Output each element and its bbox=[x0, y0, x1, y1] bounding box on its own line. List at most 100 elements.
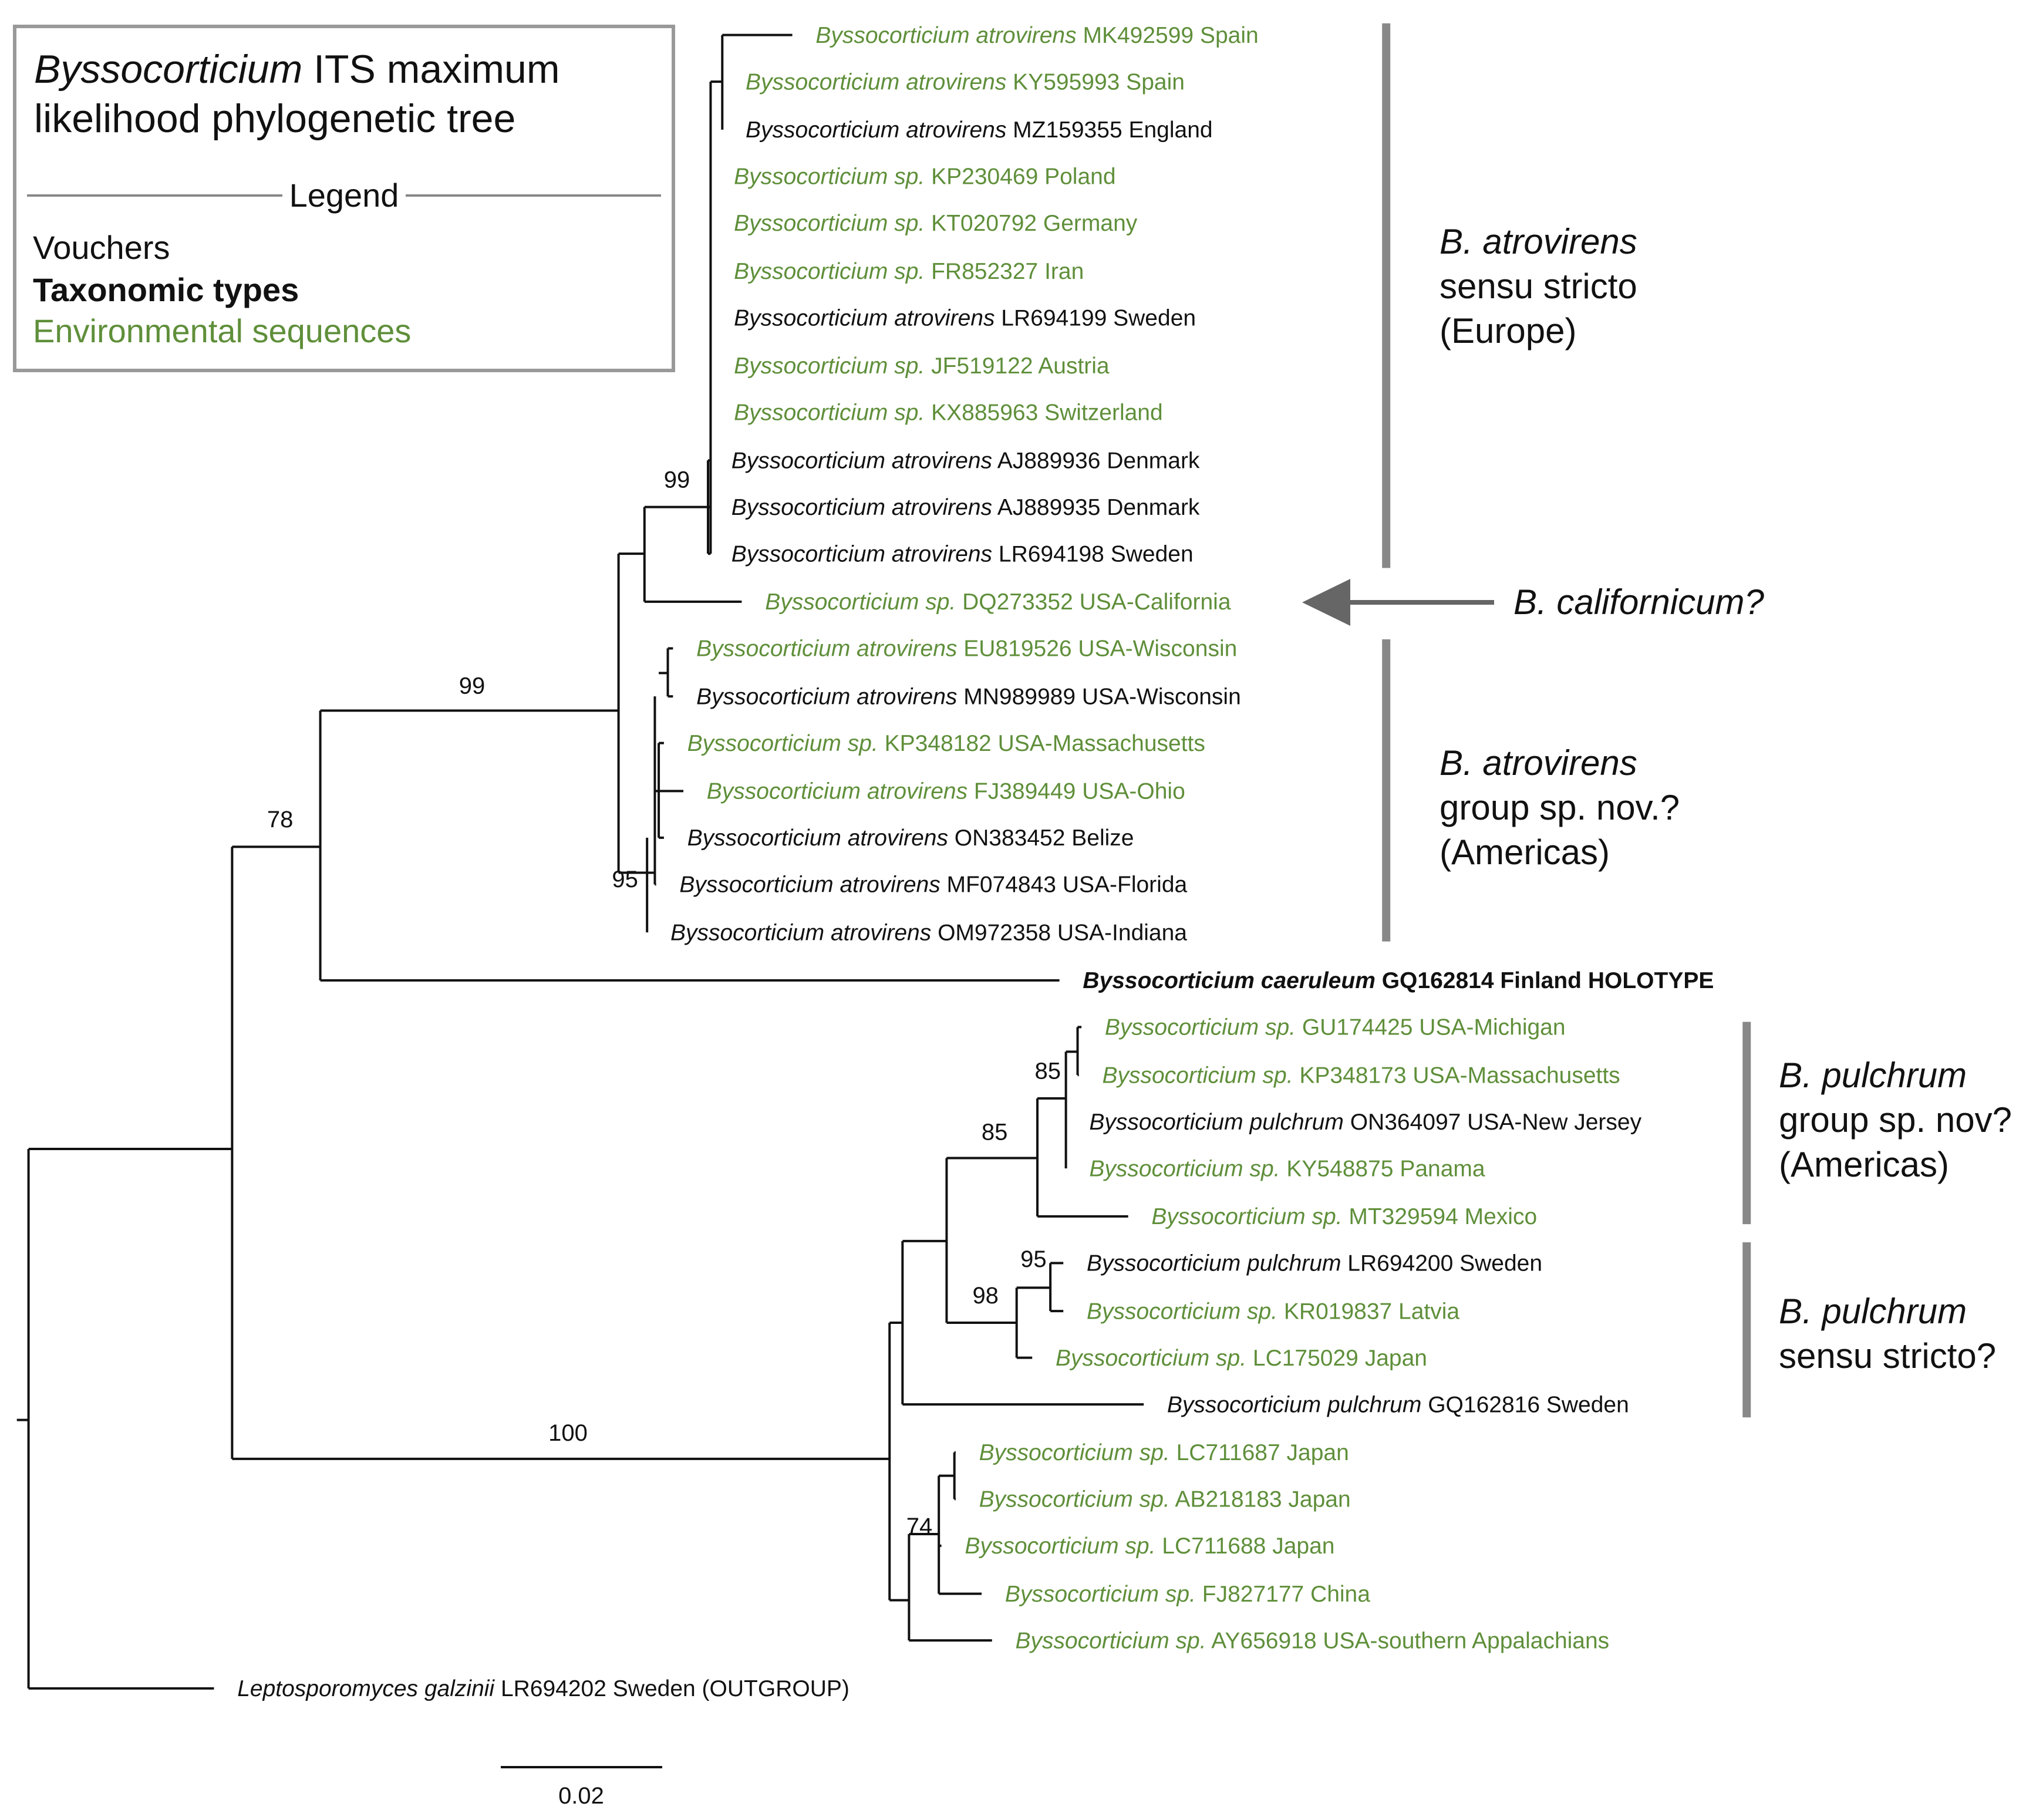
tip-label-accession: LR694202 Sweden (OUTGROUP) bbox=[494, 1676, 849, 1701]
tip-label-accession: GU174425 USA-Michigan bbox=[1296, 1015, 1566, 1040]
tip-label-accession: LR694198 Sweden bbox=[992, 541, 1194, 567]
scale-bar: 0.02 bbox=[501, 1766, 662, 1809]
tip-label-taxon: Byssocorticium sp. bbox=[979, 1440, 1170, 1465]
tip-label: Byssocorticium pulchrum ON364097 USA-New… bbox=[1089, 1110, 1641, 1135]
legend-title-line2: likelihood phylogenetic tree bbox=[34, 96, 516, 141]
tip-label-accession: MZ159355 England bbox=[1006, 117, 1212, 143]
tip-label-accession: OM972358 USA-Indiana bbox=[931, 920, 1187, 945]
tip-label-accession: MN989989 USA-Wisconsin bbox=[957, 684, 1240, 709]
legend-box: Byssocorticium ITS maximum likelihood ph… bbox=[13, 25, 675, 372]
clade-label-pulchrum-group: B. pulchrum group sp. nov? (Americas) bbox=[1779, 1053, 2012, 1187]
scale-bar-label: 0.02 bbox=[558, 1783, 604, 1809]
tip-label: Byssocorticium atrovirens LR694198 Swede… bbox=[731, 541, 1194, 567]
tip-label-taxon: Byssocorticium sp. bbox=[765, 589, 956, 615]
tip-label: Byssocorticium sp. MT329594 Mexico bbox=[1151, 1204, 1537, 1229]
tip-label: Byssocorticium atrovirens AJ889936 Denma… bbox=[731, 448, 1200, 473]
clade-label-atrovirens-group: B. atrovirens group sp. nov.? (Americas) bbox=[1440, 741, 1680, 875]
tip-label-accession: AY656918 USA-southern Appalachians bbox=[1206, 1628, 1610, 1653]
clade-label-californicum: B. californicum? bbox=[1513, 580, 1764, 625]
tip-label: Byssocorticium sp. GU174425 USA-Michigan bbox=[1105, 1015, 1566, 1040]
tip-label-taxon: Byssocorticium atrovirens bbox=[731, 495, 992, 520]
tip-label: Byssocorticium pulchrum LR694200 Sweden bbox=[1087, 1251, 1542, 1276]
tip-label-accession: LC711688 Japan bbox=[1155, 1533, 1334, 1559]
tip-label: Byssocorticium sp. KT020792 Germany bbox=[734, 211, 1138, 236]
support-value: 100 bbox=[548, 1420, 588, 1446]
tip-label: Byssocorticium sp. FJ827177 China bbox=[1005, 1582, 1370, 1607]
tip-label-taxon: Byssocorticium atrovirens bbox=[696, 636, 957, 662]
clade-label-pulchrum-group-line2: group sp. nov? bbox=[1779, 1100, 2012, 1140]
support-value: 95 bbox=[612, 867, 638, 892]
clade-label-atrovirens-ss-line3: (Europe) bbox=[1440, 311, 1577, 350]
tip-label-taxon: Byssocorticium atrovirens bbox=[731, 541, 992, 567]
tip-label-taxon: Byssocorticium atrovirens bbox=[734, 305, 995, 331]
tip-label-taxon: Byssocorticium sp. bbox=[734, 259, 925, 284]
clade-label-pulchrum-ss-name: B. pulchrum bbox=[1779, 1292, 1967, 1331]
support-value: 74 bbox=[906, 1514, 933, 1539]
tip-label-accession: KP348182 USA-Massachusetts bbox=[878, 731, 1205, 756]
legend-item-environmental: Environmental sequences bbox=[33, 312, 412, 349]
tip-label-taxon: Leptosporomyces galzinii bbox=[237, 1676, 495, 1701]
tip-label-taxon: Byssocorticium sp. bbox=[1087, 1299, 1277, 1324]
tip-label: Byssocorticium atrovirens MK492599 Spain bbox=[815, 23, 1258, 48]
tip-label-taxon: Byssocorticium sp. bbox=[1056, 1346, 1246, 1371]
tip-label-accession: JF519122 Austria bbox=[925, 353, 1110, 379]
tip-label-taxon: Byssocorticium caeruleum bbox=[1083, 968, 1376, 993]
tip-label: Byssocorticium sp. JF519122 Austria bbox=[734, 353, 1110, 379]
tip-label-accession: LR694200 Sweden bbox=[1341, 1251, 1542, 1276]
tip-label-taxon: Byssocorticium atrovirens bbox=[696, 684, 957, 709]
support-value: 99 bbox=[664, 467, 690, 493]
tip-label-taxon: Byssocorticium pulchrum bbox=[1089, 1110, 1343, 1135]
clade-bar bbox=[1742, 1242, 1751, 1418]
tip-label: Byssocorticium atrovirens MF074843 USA-F… bbox=[679, 872, 1187, 898]
legend-title: Byssocorticium ITS maximum likelihood ph… bbox=[34, 45, 559, 143]
tip-label: Byssocorticium sp. KP230469 Poland bbox=[734, 164, 1115, 190]
clade-label-pulchrum-group-name: B. pulchrum bbox=[1779, 1056, 1967, 1095]
tip-label-taxon: Byssocorticium sp. bbox=[734, 211, 925, 236]
clade-label-pulchrum-ss: B. pulchrum sensu stricto? bbox=[1779, 1289, 1996, 1379]
tip-label-taxon: Byssocorticium pulchrum bbox=[1167, 1392, 1421, 1417]
legend-item-vouchers: Vouchers bbox=[33, 229, 170, 266]
tip-label-accession: GQ162814 Finland HOLOTYPE bbox=[1376, 968, 1714, 993]
tip-label-accession: KY548875 Panama bbox=[1280, 1156, 1485, 1181]
tip-label-taxon: Byssocorticium sp. bbox=[1005, 1582, 1196, 1607]
tip-label-taxon: Byssocorticium sp. bbox=[1105, 1015, 1296, 1040]
tip-label: Byssocorticium sp. KP348182 USA-Massachu… bbox=[687, 731, 1205, 756]
clade-label-atrovirens-group-line3: (Americas) bbox=[1440, 833, 1610, 872]
legend-rule-right bbox=[406, 194, 661, 197]
clade-bar bbox=[1382, 23, 1391, 568]
tip-label-accession: FJ389449 USA-Ohio bbox=[968, 779, 1185, 804]
support-value: 78 bbox=[267, 807, 294, 833]
tip-label-taxon: Byssocorticium atrovirens bbox=[687, 825, 948, 851]
tip-label-accession: KP348173 USA-Massachusetts bbox=[1293, 1063, 1620, 1088]
tip-label: Byssocorticium sp. FR852327 Iran bbox=[734, 259, 1084, 284]
tip-label: Byssocorticium pulchrum GQ162816 Sweden bbox=[1167, 1392, 1629, 1417]
tip-label-taxon: Byssocorticium atrovirens bbox=[707, 779, 968, 804]
tip-label-accession: ON364097 USA-New Jersey bbox=[1344, 1110, 1642, 1135]
tip-label: Byssocorticium sp. LC175029 Japan bbox=[1056, 1346, 1427, 1371]
clade-label-atrovirens-group-name: B. atrovirens bbox=[1440, 743, 1637, 783]
legend-title-rest: ITS maximum bbox=[302, 47, 560, 92]
support-value: 85 bbox=[982, 1120, 1008, 1145]
tip-label: Byssocorticium sp. DQ273352 USA-Californ… bbox=[765, 589, 1231, 615]
tip-label-taxon: Byssocorticium sp. bbox=[734, 400, 925, 426]
tip-label: Byssocorticium atrovirens ON383452 Beliz… bbox=[687, 825, 1134, 851]
tip-label-taxon: Byssocorticium atrovirens bbox=[746, 117, 1006, 143]
tip-label-accession: LC711687 Japan bbox=[1170, 1440, 1349, 1465]
tip-label-taxon: Byssocorticium sp. bbox=[1015, 1628, 1206, 1653]
tip-label-accession: GQ162816 Sweden bbox=[1421, 1392, 1629, 1417]
tip-label-accession: LC175029 Japan bbox=[1246, 1346, 1427, 1371]
tip-label-accession: AJ889935 Denmark bbox=[992, 495, 1200, 520]
tip-label-accession: AB218183 Japan bbox=[1170, 1487, 1351, 1512]
tip-label: Byssocorticium sp. AY656918 USA-southern… bbox=[1015, 1628, 1609, 1653]
tip-label-accession: EU819526 USA-Wisconsin bbox=[957, 636, 1237, 662]
tip-label-taxon: Byssocorticium sp. bbox=[734, 164, 925, 190]
support-value: 98 bbox=[972, 1283, 999, 1309]
tip-label-taxon: Byssocorticium pulchrum bbox=[1087, 1251, 1341, 1276]
clade-label-pulchrum-ss-line2: sensu stricto? bbox=[1779, 1336, 1997, 1376]
tip-label: Leptosporomyces galzinii LR694202 Sweden… bbox=[237, 1676, 849, 1701]
tip-label: Byssocorticium atrovirens MN989989 USA-W… bbox=[696, 684, 1241, 709]
tip-label-accession: MK492599 Spain bbox=[1077, 23, 1259, 48]
tip-label-accession: ON383452 Belize bbox=[948, 825, 1134, 851]
support-value: 95 bbox=[1020, 1246, 1047, 1272]
